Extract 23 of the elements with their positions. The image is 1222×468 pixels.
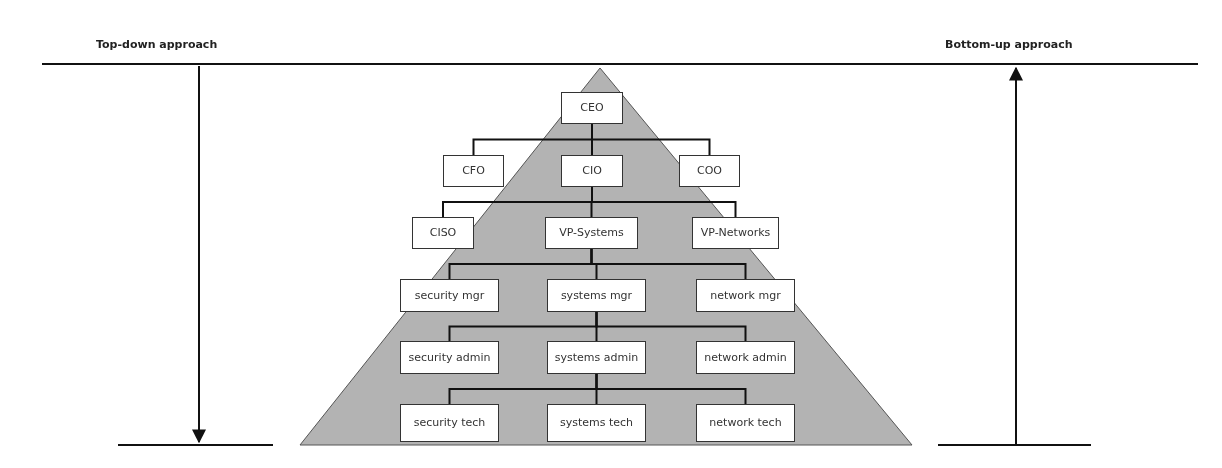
approach-label: Top-down approach — [96, 38, 218, 51]
connector-line — [595, 311, 747, 342]
org-box: security tech — [400, 404, 499, 442]
org-box: COO — [679, 155, 740, 187]
org-box: VP-Systems — [545, 217, 638, 249]
connector-line — [591, 186, 737, 218]
org-box: VP-Networks — [692, 217, 779, 249]
org-box: CFO — [443, 155, 504, 187]
org-box: CIO — [561, 155, 623, 187]
org-box: CISO — [412, 217, 474, 249]
connector-line — [595, 373, 747, 405]
org-box: CEO — [561, 92, 623, 124]
org-box: systems admin — [547, 341, 646, 374]
org-box: network admin — [696, 341, 795, 374]
org-box: network tech — [696, 404, 795, 442]
org-box: network mgr — [696, 279, 795, 312]
connector-line — [591, 123, 711, 156]
org-box: systems tech — [547, 404, 646, 442]
org-box: security mgr — [400, 279, 499, 312]
org-box: security admin — [400, 341, 499, 374]
org-box: systems mgr — [547, 279, 646, 312]
approach-label: Bottom-up approach — [945, 38, 1073, 51]
connector-line — [590, 248, 747, 280]
